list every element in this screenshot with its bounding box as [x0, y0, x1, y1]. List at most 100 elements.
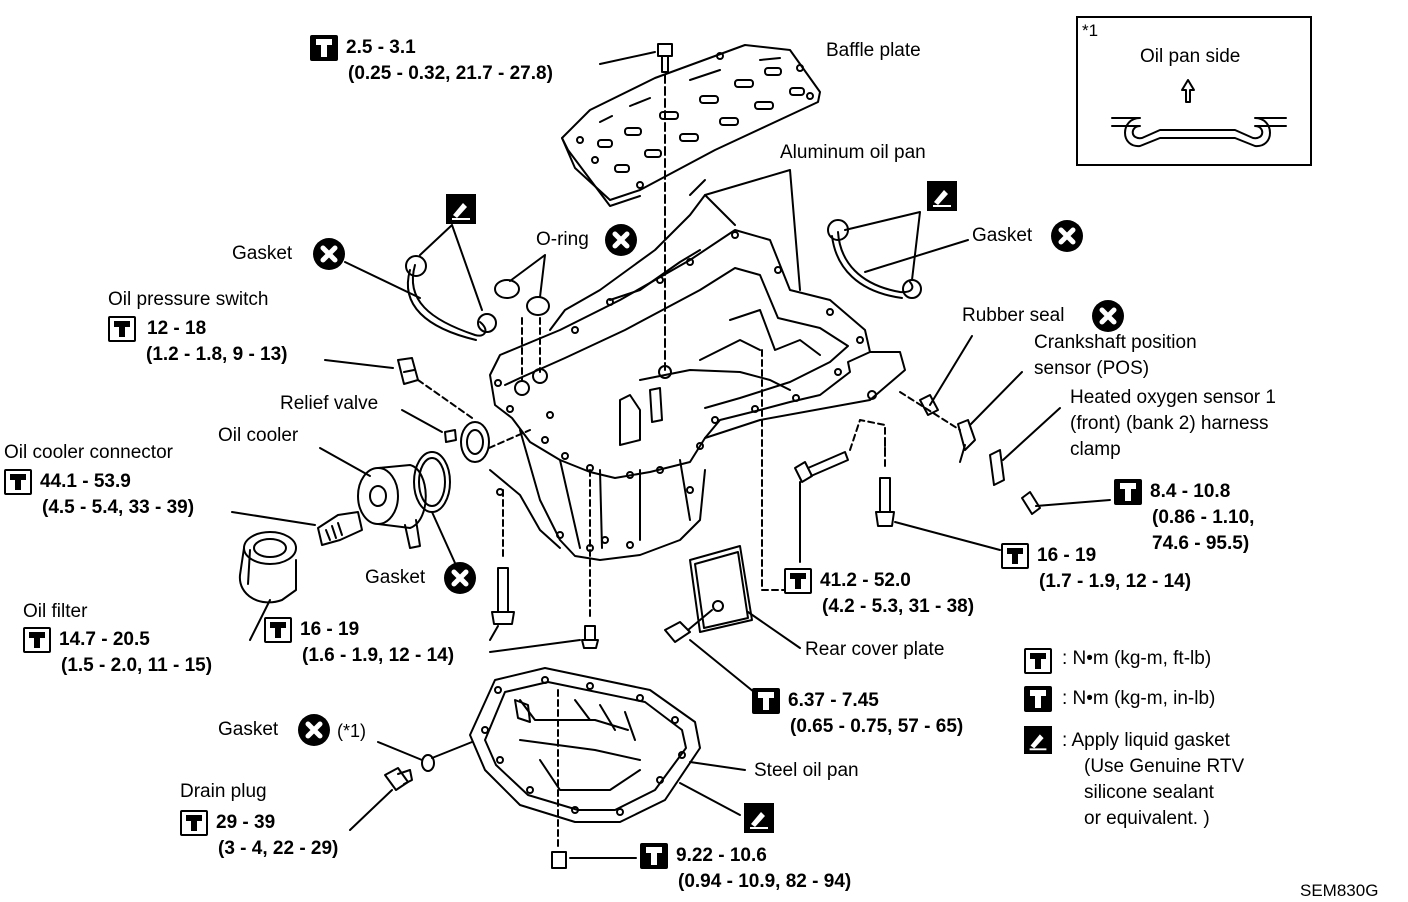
torque-ftlb-icon [264, 617, 292, 643]
inset-ref: *1 [1082, 21, 1099, 40]
steel-pan-bolt-drawing [551, 851, 637, 869]
o-ring-label: O-ring [536, 229, 589, 250]
torque-sub: 74.6 - 95.5) [1152, 533, 1250, 554]
rubber-seal-label: Rubber seal [962, 305, 1065, 326]
no-reuse-icon [444, 562, 476, 594]
oil-cooler-label: Oil cooler [218, 425, 299, 446]
relief-valve-drawing [401, 409, 457, 443]
asterisk-ref-label: (*1) [337, 721, 367, 741]
torque-value: 16 - 19 [1037, 545, 1097, 566]
oil-pressure-switch-drawing [324, 357, 476, 421]
torque-ftlb-icon [108, 316, 136, 342]
torque-sub: (0.25 - 0.32, 21.7 - 27.8) [348, 63, 553, 84]
right-gasket-drawing [827, 211, 969, 299]
torque-inlb-icon [752, 688, 780, 714]
oxygen-sensor-label-1: Heated oxygen sensor 1 [1070, 387, 1276, 408]
oil-cooler-connector-drawing [231, 511, 363, 546]
legend-liquid-gasket-2: (Use Genuine RTV [1084, 756, 1245, 777]
baffle-bolt-drawing [599, 43, 673, 379]
legend-liquid-gasket-1: : Apply liquid gasket [1062, 730, 1230, 751]
o-ring-drawing [494, 254, 550, 381]
torque-sub: (1.2 - 1.8, 9 - 13) [146, 344, 288, 365]
oil-filter-label: Oil filter [23, 601, 88, 622]
no-reuse-icon [298, 714, 330, 746]
torque-sub: (0.65 - 0.75, 57 - 65) [790, 716, 964, 737]
torque-sub: (1.6 - 1.9, 12 - 14) [302, 645, 455, 666]
torque-front-bolt: 16 - 19 (1.6 - 1.9, 12 - 14) [264, 617, 454, 669]
inset-caption: Oil pan side [1140, 46, 1241, 67]
torque-value: 2.5 - 3.1 [346, 37, 416, 58]
torque-sub: (3 - 4, 22 - 29) [218, 838, 339, 859]
oil-cooler-connector-label: Oil cooler connector [4, 442, 173, 463]
torque-rear-cover: 6.37 - 7.45 (0.65 - 0.75, 57 - 65) [752, 688, 963, 740]
torque-center-bolt: 41.2 - 52.0 (4.2 - 5.3, 31 - 38) [784, 568, 974, 620]
steel-oil-pan-label: Steel oil pan [754, 760, 859, 781]
torque-value: 14.7 - 20.5 [59, 629, 150, 650]
rear-cover-plate-drawing [664, 545, 801, 693]
torque-sub: (0.86 - 1.10, [1152, 507, 1255, 528]
torque-sub: (1.7 - 1.9, 12 - 14) [1039, 571, 1192, 592]
liquid-gasket-icon [446, 194, 476, 224]
aluminum-oil-pan-label: Aluminum oil pan [780, 142, 926, 163]
torque-value: 8.4 - 10.8 [1150, 481, 1231, 502]
torque-ftlb-icon [1024, 648, 1052, 674]
ref-code: SEM830G [1300, 881, 1379, 900]
crankshaft-sensor-label-1: Crankshaft position [1034, 332, 1197, 353]
inset-drawing [1111, 79, 1287, 148]
torque-value: 44.1 - 53.9 [40, 471, 131, 492]
torque-sub: (4.2 - 5.3, 31 - 38) [822, 596, 975, 617]
legend-liquid-gasket-3: silicone sealant [1084, 782, 1214, 803]
rear-cover-plate-label: Rear cover plate [805, 639, 945, 660]
center-bolt-drawing [761, 349, 886, 591]
torque-value: 29 - 39 [216, 812, 276, 833]
torque-value: 12 - 18 [147, 318, 207, 339]
no-reuse-icon [1092, 300, 1124, 332]
torque-value: 16 - 19 [300, 619, 360, 640]
torque-sensor-bolt: 8.4 - 10.8 (0.86 - 1.10, 74.6 - 95.5) [1114, 479, 1254, 557]
liquid-gasket-icon [1024, 726, 1052, 754]
torque-value: 9.22 - 10.6 [676, 845, 767, 866]
torque-inlb-icon [1024, 686, 1052, 712]
oxygen-sensor-label-2: (front) (bank 2) harness [1070, 413, 1269, 434]
torque-inlb-icon [1114, 479, 1142, 505]
torque-sub: (1.5 - 2.0, 11 - 15) [61, 655, 213, 676]
torque-right-bolt: 16 - 19 (1.7 - 1.9, 12 - 14) [1001, 543, 1191, 595]
baffle-plate-drawing [561, 44, 821, 207]
torque-inlb-icon [640, 843, 668, 869]
left-gasket-drawing [344, 224, 497, 341]
oil-filter-drawing [238, 531, 297, 641]
legend-ftlb: : N•m (kg-m, ft-lb) [1062, 648, 1212, 669]
oil-pressure-switch-label: Oil pressure switch [108, 289, 269, 310]
torque-oil-pressure-switch: 12 - 18 (1.2 - 1.8, 9 - 13) [108, 316, 288, 368]
detail-inset: *1 Oil pan side [1076, 16, 1312, 166]
torque-ftlb-icon [784, 568, 812, 594]
no-reuse-icon [313, 238, 345, 270]
oxygen-sensor-label-3: clamp [1070, 439, 1121, 460]
drain-plug-drawing [349, 741, 473, 831]
drain-plug-label: Drain plug [180, 781, 267, 802]
gasket-right-label: Gasket [972, 225, 1033, 246]
torque-ftlb-icon [4, 469, 32, 495]
sensor-area-drawing [899, 335, 1111, 515]
no-reuse-icon [1051, 220, 1083, 252]
no-reuse-icon [605, 224, 637, 256]
right-bolt-drawing [875, 439, 1001, 551]
front-bolt-drawing [489, 469, 599, 653]
legend-liquid-gasket-4: or equivalent. ) [1084, 808, 1210, 829]
liquid-gasket-icon [744, 803, 774, 833]
torque-drain-plug: 29 - 39 (3 - 4, 22 - 29) [180, 810, 338, 862]
torque-inlb-icon [310, 35, 338, 61]
torque-value: 41.2 - 52.0 [820, 570, 911, 591]
torque-value: 6.37 - 7.45 [788, 690, 879, 711]
relief-valve-label: Relief valve [280, 393, 379, 414]
gasket-drain-label: Gasket [218, 719, 279, 740]
torque-ftlb-icon [23, 627, 51, 653]
oil-cooler-drawing [319, 421, 531, 564]
torque-sub: (4.5 - 5.4, 33 - 39) [42, 497, 195, 518]
liquid-gasket-icon [927, 181, 957, 211]
torque-steel-pan-bolt: 9.22 - 10.6 (0.94 - 10.9, 82 - 94) [640, 843, 851, 895]
torque-oil-cooler-connector: 44.1 - 53.9 (4.5 - 5.4, 33 - 39) [4, 469, 194, 521]
torque-sub: (0.94 - 10.9, 82 - 94) [678, 871, 852, 892]
